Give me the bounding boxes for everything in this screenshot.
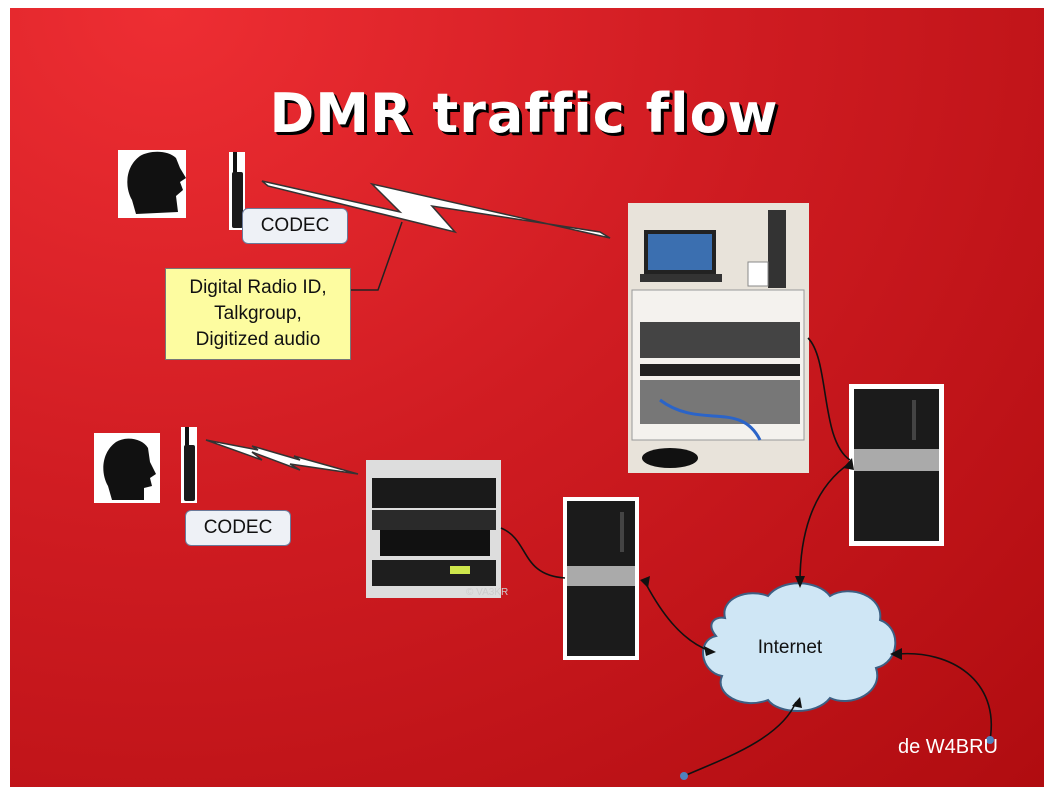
- computer-tower-right: [849, 384, 944, 546]
- callout-connector: [350, 221, 403, 291]
- callout-line-2: Talkgroup,: [214, 303, 302, 324]
- person-head-top-icon: [118, 150, 186, 218]
- handheld-radio-top-icon: [229, 152, 245, 230]
- footer-callsign: de W4BRU: [897, 736, 998, 758]
- remote-endpoint-dot: [680, 772, 688, 780]
- network-connections: [500, 337, 993, 777]
- codec-label-top: CODEC: [242, 208, 348, 244]
- remote-endpoint-dot-right: [986, 736, 994, 744]
- page-title: DMR traffic flow: [269, 82, 779, 145]
- link-cloud-to-remote-bottom: [683, 701, 797, 777]
- codec-label-bottom: CODEC: [185, 510, 291, 546]
- link-cloud-to-remote-right: [897, 652, 993, 741]
- repeater-rack-photo-top: [628, 203, 809, 473]
- internet-cloud: [702, 582, 897, 712]
- link-computer-to-cloud-top: [799, 462, 851, 583]
- callout-line-3: Digitized audio: [195, 329, 321, 350]
- link-rack-top-to-computer: [807, 337, 851, 461]
- link-rack-bottom-to-computer: [500, 527, 566, 579]
- codec-label-top-text: CODEC: [260, 215, 330, 236]
- radio-link-bottom-bolt: [205, 439, 359, 475]
- watermark: © VA3KR: [466, 587, 508, 598]
- radio-link-top-bolt: [261, 180, 611, 239]
- internet-label: Internet: [757, 637, 823, 658]
- repeater-rack-photo-bottom: © VA3KR: [366, 460, 508, 598]
- link-computer-to-cloud-left: [645, 583, 711, 652]
- handheld-radio-bottom-icon: [181, 427, 197, 503]
- person-head-bottom-icon: [94, 433, 160, 503]
- callout-line-1: Digital Radio ID,: [189, 277, 327, 298]
- computer-tower-middle: [563, 497, 639, 660]
- codec-label-bottom-text: CODEC: [203, 517, 273, 538]
- callout-note: Digital Radio ID, Talkgroup, Digitized a…: [165, 268, 351, 360]
